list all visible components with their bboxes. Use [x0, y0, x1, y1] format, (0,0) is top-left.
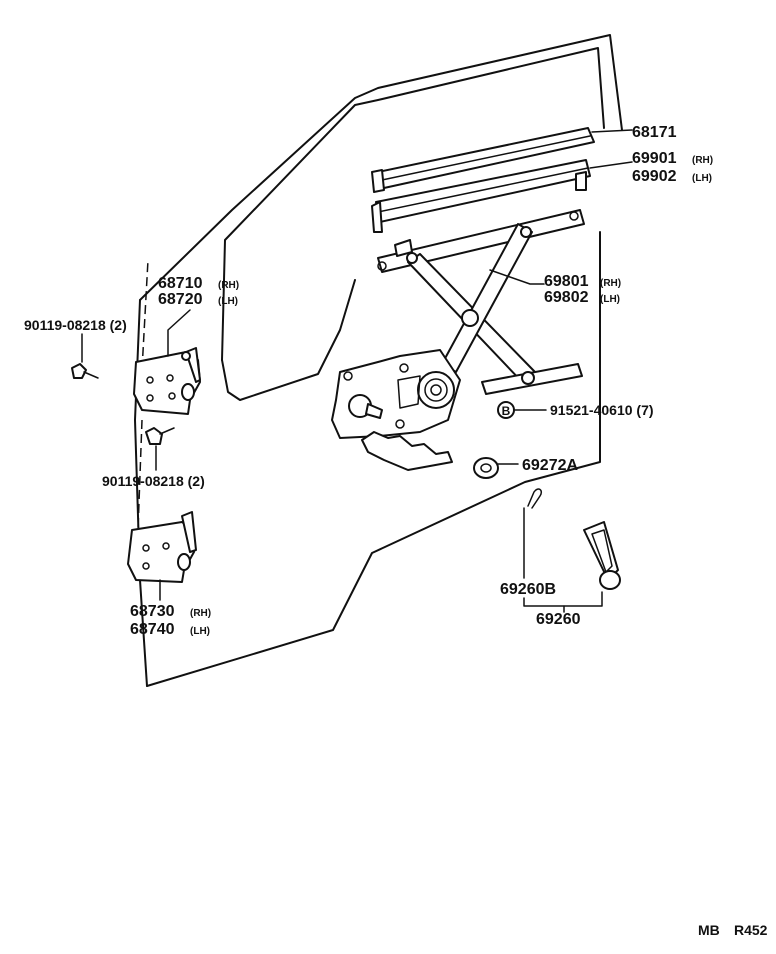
label-screw: 91521-40610 (7)	[550, 402, 654, 418]
grommet	[473, 457, 499, 479]
label-68710-rh: (RH)	[218, 280, 239, 291]
label-68720: 68720	[158, 291, 203, 308]
label-68710: 68710	[158, 275, 203, 292]
label-69802: 69802	[544, 289, 589, 306]
label-69901: 69901	[632, 150, 677, 167]
upper-hinge	[133, 347, 201, 415]
label-69802-lh: (LH)	[600, 294, 620, 305]
label-bolt-lower: 90119-08218 (2)	[102, 473, 205, 489]
hinge-bolt-upper	[71, 363, 99, 379]
label-68720-lh: (LH)	[218, 296, 238, 307]
label-68730-rh: (RH)	[190, 608, 211, 619]
door-outline	[134, 34, 623, 687]
label-69260: 69260	[536, 611, 581, 628]
label-68171: 68171	[632, 124, 677, 141]
label-69272A: 69272A	[522, 457, 578, 474]
window-regulator	[377, 209, 585, 395]
label-68740: 68740	[130, 621, 175, 638]
label-69260B: 69260B	[500, 581, 556, 598]
lower-hinge	[127, 511, 197, 583]
handle-clip	[527, 488, 543, 509]
label-69902: 69902	[632, 168, 677, 185]
label-68730: 68730	[130, 603, 175, 620]
label-69902-lh: (LH)	[692, 173, 712, 184]
svg-text:B: B	[502, 404, 511, 418]
hinge-bolt-lower	[145, 427, 175, 445]
footer-page: R452	[734, 922, 768, 938]
screw-marker: B	[497, 401, 515, 419]
label-bolt-upper: 90119-08218 (2)	[24, 317, 127, 333]
glass-channel	[371, 159, 591, 233]
glass-run-channel	[371, 127, 595, 193]
leader-lines	[81, 129, 633, 613]
regulator-base	[331, 349, 461, 471]
label-69801-rh: (RH)	[600, 278, 621, 289]
label-69901-rh: (RH)	[692, 155, 713, 166]
label-69801: 69801	[544, 273, 589, 290]
window-crank-handle	[583, 521, 621, 590]
label-68740-lh: (LH)	[190, 626, 210, 637]
footer-code: MB	[698, 922, 720, 938]
